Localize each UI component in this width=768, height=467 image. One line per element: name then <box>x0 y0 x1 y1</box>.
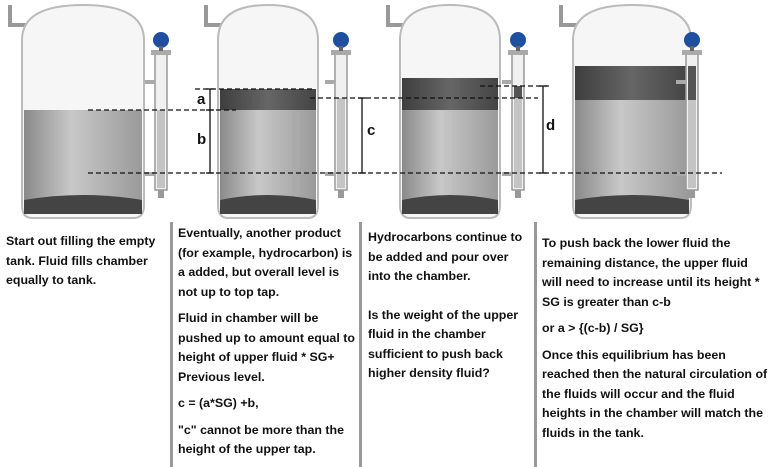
panel-1-text: Start out filling the empty tank. Fluid … <box>6 232 166 298</box>
panel-2-formula: c = (a*SG) +b, <box>178 396 259 410</box>
chamber-flange <box>331 50 351 55</box>
lower-fluid <box>402 110 498 200</box>
tank-bottom <box>24 195 142 214</box>
panel-2-para-1: Eventually, another product (for example… <box>178 226 353 299</box>
lower-fluid <box>24 110 142 200</box>
chamber-drain <box>158 190 164 198</box>
chamber-lower-fluid <box>514 98 522 188</box>
lower-tap <box>325 172 335 176</box>
chamber-upper-fluid <box>514 86 522 98</box>
label-a: a <box>197 91 206 108</box>
column-divider <box>170 222 173 467</box>
panel-4-para-1: To push back the lower fluid the remaini… <box>542 236 760 309</box>
column-divider <box>534 222 537 467</box>
lower-fluid <box>575 100 689 200</box>
label-d: d <box>546 117 555 134</box>
tank-bottom <box>575 195 689 214</box>
column-divider <box>359 222 362 467</box>
transmitter-head-icon <box>510 32 526 48</box>
chamber-lower-fluid <box>157 110 165 188</box>
lower-tap <box>502 172 512 176</box>
chamber-flange <box>682 50 702 55</box>
transmitter-head-icon <box>153 32 169 48</box>
chamber-flange <box>151 50 171 55</box>
panel-4-text: To push back the lower fluid the remaini… <box>542 234 768 450</box>
tank-4 <box>559 3 702 219</box>
chamber-flange <box>508 50 528 55</box>
lower-fluid <box>220 110 316 200</box>
panel-2-para-2: Fluid in chamber will be pushed up to am… <box>178 311 355 384</box>
panel-3-para-1: Hydrocarbons continue to be added and po… <box>368 230 523 283</box>
tank-1 <box>8 3 171 219</box>
upper-fluid <box>575 66 689 100</box>
upper-fluid <box>402 78 498 110</box>
label-c: c <box>367 122 375 139</box>
chamber-drain <box>338 190 344 198</box>
upper-tap <box>502 80 512 84</box>
panel-2-para-4: "c" cannot be more than the height of th… <box>178 422 344 457</box>
upper-fluid <box>220 89 316 110</box>
label-b: b <box>197 131 206 148</box>
transmitter-head-icon <box>333 32 349 48</box>
chamber-lower-fluid <box>337 98 345 188</box>
tank-bottom <box>402 195 498 214</box>
tank-2 <box>204 3 351 219</box>
lower-tap <box>145 172 155 176</box>
tank-bottom <box>220 195 316 214</box>
panel-4-para-3: Once this equilibrium has been reached t… <box>542 347 768 440</box>
panel-4-formula: or a > {(c-b) / SG} <box>542 321 644 335</box>
upper-tap <box>676 80 686 84</box>
panel-3-text: Hydrocarbons continue to be added and po… <box>368 228 534 391</box>
panel-3-para-2: Is the weight of the upper fluid in the … <box>368 307 519 381</box>
tank-3 <box>386 3 528 219</box>
lower-tap <box>676 172 686 176</box>
upper-tap <box>145 80 155 84</box>
chamber-drain <box>515 190 521 198</box>
transmitter-head-icon <box>684 32 700 48</box>
upper-tap <box>325 80 335 84</box>
panel-2-text: Eventually, another product (for example… <box>178 224 358 467</box>
tank-diagram: a b c d <box>8 3 722 219</box>
dimension-lines <box>206 85 547 174</box>
panel-1-para-1: Start out filling the empty tank. Fluid … <box>6 234 156 287</box>
chamber-drain <box>689 190 695 198</box>
chamber-lower-fluid <box>688 100 696 188</box>
chamber-upper-fluid <box>688 66 696 100</box>
